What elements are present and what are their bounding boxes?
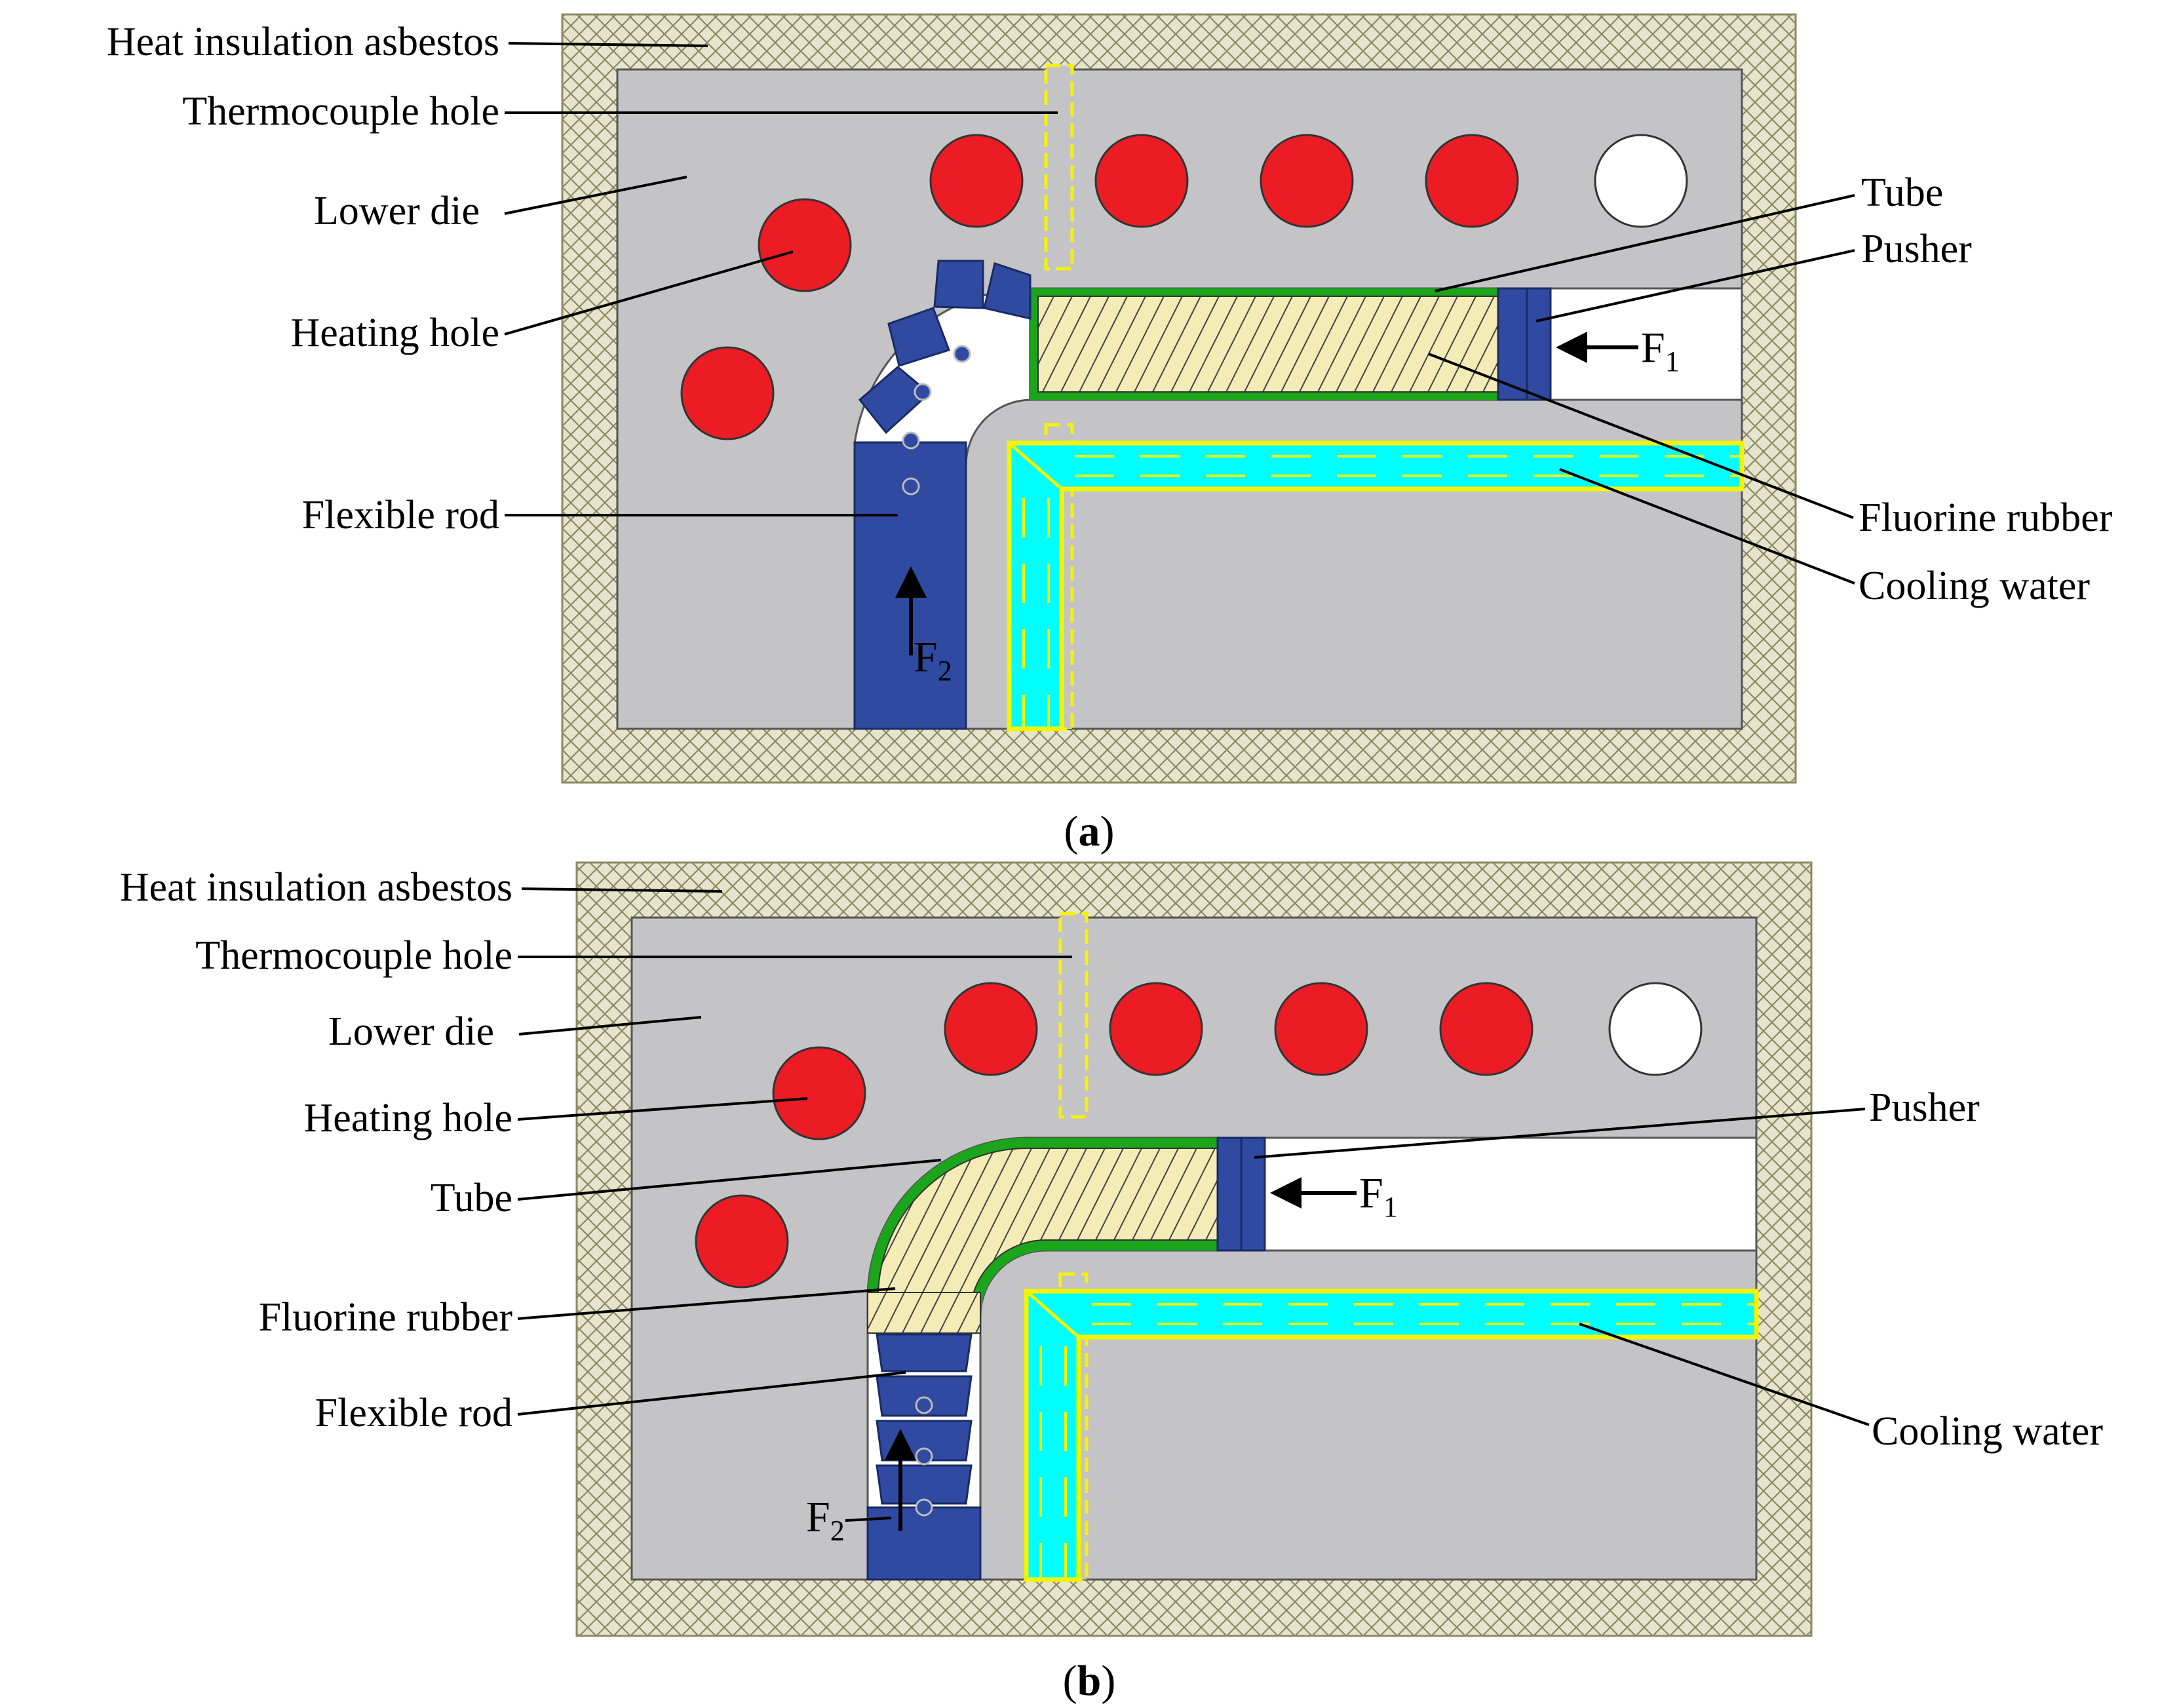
label-heating-hole: Heating hole: [290, 311, 499, 355]
force-f2-label: F2: [806, 1493, 845, 1547]
label-heat-insulation: Heat insulation asbestos: [107, 20, 499, 64]
label-lower-die: Lower die: [328, 1009, 494, 1054]
label-heating-hole: Heating hole: [303, 1096, 512, 1140]
heating-hole: [772, 1046, 866, 1140]
pusher: [1497, 287, 1552, 401]
label-thermocouple-hole: Thermocouple hole: [195, 933, 512, 978]
panel-a: F2 F1 Heat insulation asbestos Thermocou…: [107, 13, 2113, 855]
panel-b: F2 F1 Heat insulation asbestos Thermocou…: [120, 861, 2103, 1705]
heating-hole-empty: [1608, 982, 1703, 1076]
label-heat-insulation: Heat insulation asbestos: [120, 865, 512, 910]
heating-holes: [695, 982, 1703, 1289]
heating-hole: [1439, 982, 1533, 1076]
thermocouple-hole: [1058, 912, 1089, 1119]
caption-b: (b): [1063, 1657, 1116, 1705]
leader-lines-b: [517, 887, 1870, 1426]
label-thermocouple-hole: Thermocouple hole: [182, 89, 499, 134]
label-pusher: Pusher: [1869, 1085, 1980, 1130]
flexible-rod: [866, 1333, 982, 1581]
heating-holes: [680, 134, 1688, 440]
heating-hole: [695, 1194, 789, 1289]
force-f1-label: F1: [1641, 324, 1680, 378]
heating-hole: [758, 198, 852, 292]
heating-hole: [1425, 134, 1519, 228]
label-tube: Tube: [1861, 170, 1943, 215]
heating-hole: [1109, 982, 1203, 1076]
fluorine-rubber: [1037, 296, 1499, 393]
cooling-water: [1007, 440, 1745, 731]
label-cooling-water: Cooling water: [1859, 564, 2090, 608]
heating-hole: [929, 134, 1024, 228]
heating-hole: [944, 982, 1038, 1076]
cooling-water: [1024, 1289, 1759, 1582]
heating-hole: [680, 346, 775, 440]
label-pusher: Pusher: [1861, 227, 1972, 271]
label-lower-die: Lower die: [314, 189, 480, 233]
caption-a: (a): [1064, 807, 1115, 855]
heating-hole: [1274, 982, 1368, 1076]
leader-lines-a: [504, 42, 1855, 585]
thermocouple-hole: [1044, 64, 1074, 271]
label-flexible-rod: Flexible rod: [315, 1391, 512, 1435]
label-fluorine-rubber: Fluorine rubber: [259, 1295, 513, 1340]
label-fluorine-rubber: Fluorine rubber: [1859, 495, 2113, 540]
force-f2-label: F2: [914, 633, 952, 687]
label-flexible-rod: Flexible rod: [302, 493, 499, 537]
heating-hole-empty: [1594, 134, 1688, 228]
label-cooling-water: Cooling water: [1872, 1409, 2103, 1454]
label-tube: Tube: [431, 1176, 512, 1220]
fluorine-rubber: [877, 1148, 1218, 1319]
fluorine-rubber-plug: [867, 1292, 981, 1334]
force-f1-label: F1: [1359, 1169, 1398, 1223]
heating-hole: [1260, 134, 1354, 228]
heating-hole: [1094, 134, 1189, 228]
